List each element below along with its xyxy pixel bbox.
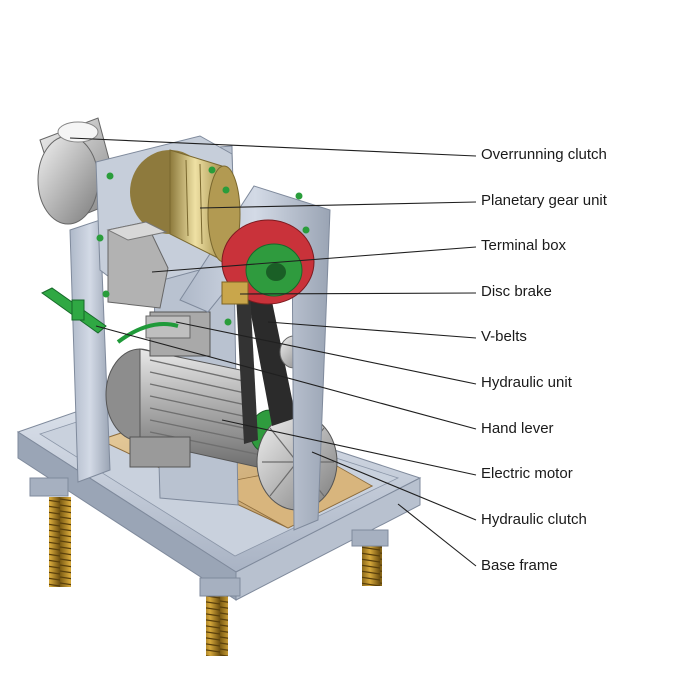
leader-line-disc-brake [239,292,477,295]
label-v-belts: V-belts [481,328,527,345]
terminal-box [106,221,169,309]
leader-line-planetary-gear-unit [199,201,477,209]
label-base-frame: Base frame [481,557,558,574]
label-hydraulic-unit: Hydraulic unit [481,374,572,391]
hand-lever [41,287,107,334]
leader-line-overrunning-clutch [69,137,477,157]
leader-lines [69,137,477,567]
leader-line-electric-motor [221,419,477,476]
threaded-leg-right [362,546,382,586]
leader-line-hand-lever [95,325,477,430]
label-electric-motor: Electric motor [481,465,573,482]
planetary-gear-unit [130,149,241,263]
leader-line-terminal-box [151,246,477,273]
threaded-leg-left [49,497,71,587]
label-planetary-gear-unit: Planetary gear unit [481,192,607,209]
label-hydraulic-clutch: Hydraulic clutch [481,511,587,528]
leader-line-hydraulic-clutch [311,451,477,521]
threaded-leg-front [206,592,228,656]
label-disc-brake: Disc brake [481,283,552,300]
label-overrunning-clutch: Overrunning clutch [481,146,607,163]
leader-line-v-belts [267,321,477,339]
disc-brake [221,219,315,305]
label-terminal-box: Terminal box [481,237,567,254]
hydraulic-unit [116,315,191,344]
label-hand-lever: Hand lever [481,420,554,437]
leader-line-hydraulic-unit [175,321,477,385]
leader-line-base-frame [397,503,477,567]
mounting-bolts [96,166,310,326]
